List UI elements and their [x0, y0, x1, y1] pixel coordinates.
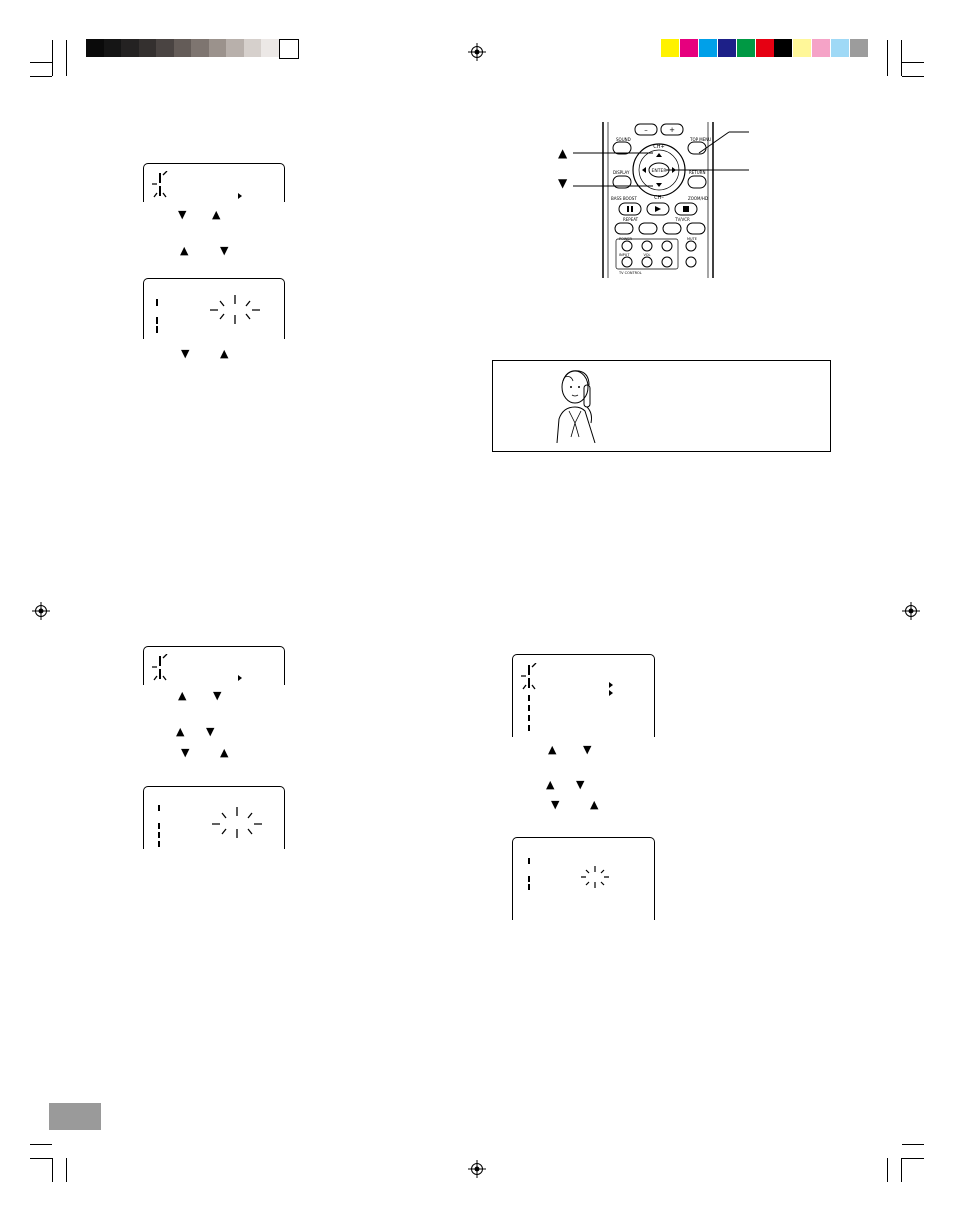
- arrow-down-icon: ▼: [181, 746, 190, 759]
- woman-on-phone-illustration: [556, 370, 596, 443]
- color-swatch: [774, 39, 793, 57]
- arrow-up-icon: ▲: [558, 146, 568, 160]
- svg-text:POWER: POWER: [619, 237, 633, 241]
- color-swatch: [755, 39, 774, 57]
- registration-mark-icon: [468, 43, 486, 61]
- svg-text:VOL: VOL: [643, 253, 650, 257]
- osd-screen: [143, 646, 285, 685]
- registration-mark-icon: [468, 1160, 486, 1178]
- arrow-down-icon: ▼: [558, 176, 568, 190]
- svg-text:ENTER: ENTER: [652, 168, 667, 174]
- blinking-value-icon: [210, 295, 260, 324]
- color-swatch: [661, 39, 679, 57]
- grayscale-swatch: [156, 39, 174, 57]
- selection-caret-icon: [238, 675, 242, 681]
- osd-screen: [512, 654, 655, 737]
- arrow-down-icon: ▼: [583, 743, 592, 756]
- arrow-up-icon: ▲: [180, 244, 189, 257]
- page-number-tab: [49, 1103, 101, 1130]
- svg-text:BASS BOOST: BASS BOOST: [611, 196, 637, 201]
- blinking-cursor-icon: [521, 663, 537, 690]
- svg-text:+: +: [669, 126, 675, 134]
- arrow-down-icon: ▼: [551, 798, 560, 811]
- svg-text:RETURN: RETURN: [689, 170, 705, 175]
- color-swatch: [698, 39, 717, 57]
- selection-caret-icon: [238, 193, 242, 199]
- arrow-down-icon: ▼: [220, 244, 229, 257]
- arrow-down-icon: ▼: [213, 689, 222, 702]
- blinking-cursor-icon: [152, 654, 168, 681]
- svg-text:TV CONTROL: TV CONTROL: [618, 271, 642, 275]
- grayscale-swatch: [121, 39, 139, 57]
- svg-text:ZOOM/HD: ZOOM/HD: [688, 196, 708, 201]
- svg-text:REPEAT: REPEAT: [623, 217, 639, 222]
- arrow-up-icon: ▲: [220, 347, 229, 360]
- arrow-up-icon: ▲: [546, 778, 555, 791]
- grayscale-swatch: [191, 39, 209, 57]
- svg-text:TOP MENU: TOP MENU: [689, 137, 711, 142]
- arrow-up-icon: ▲: [212, 208, 221, 221]
- blinking-value-icon: [581, 866, 609, 888]
- grayscale-swatch: [138, 39, 157, 57]
- arrow-down-icon: ▼: [576, 778, 585, 791]
- arrow-down-icon: ▼: [178, 208, 187, 221]
- blinking-value-icon: [212, 807, 262, 838]
- grayscale-swatch: [278, 39, 299, 59]
- grayscale-swatch: [86, 39, 104, 57]
- arrow-up-icon: ▲: [178, 689, 187, 702]
- color-swatch: [831, 39, 850, 57]
- color-swatch: [812, 39, 831, 57]
- grayscale-swatch: [208, 39, 227, 57]
- grayscale-swatch: [173, 39, 192, 57]
- color-swatch: [850, 39, 868, 57]
- arrow-up-icon: ▲: [590, 798, 599, 811]
- blinking-cursor-icon: [152, 171, 168, 198]
- svg-text:MUTE: MUTE: [687, 237, 697, 241]
- osd-screen: [143, 278, 285, 339]
- svg-text:DISPLAY: DISPLAY: [613, 170, 630, 175]
- registration-mark-icon: [902, 602, 920, 620]
- arrow-up-icon: ▲: [176, 725, 185, 738]
- osd-screen: [143, 163, 285, 202]
- grayscale-swatch: [261, 39, 279, 57]
- selection-caret-icon: [609, 682, 613, 688]
- grayscale-swatch: [226, 39, 244, 57]
- svg-text:TV/VCR: TV/VCR: [674, 217, 690, 222]
- color-swatch: [679, 39, 698, 57]
- color-swatch: [793, 39, 812, 57]
- osd-screen: [143, 786, 285, 849]
- arrow-up-icon: ▲: [220, 746, 229, 759]
- svg-text:CH+: CH+: [653, 144, 664, 150]
- arrow-down-icon: ▼: [181, 347, 190, 360]
- arrow-down-icon: ▼: [206, 725, 215, 738]
- osd-screen: [512, 837, 655, 920]
- svg-text:SOUND: SOUND: [616, 137, 631, 142]
- selection-caret-icon: [609, 690, 613, 696]
- grayscale-swatch: [103, 39, 122, 57]
- remote-control-illustration: – + SOUND TOP MENU DISPLAY RETURN ENTER …: [573, 122, 749, 278]
- svg-text:CH–: CH–: [654, 195, 664, 201]
- note-box: [492, 360, 831, 452]
- color-swatch: [736, 39, 755, 57]
- arrow-up-icon: ▲: [548, 743, 557, 756]
- svg-text:INPUT: INPUT: [619, 253, 630, 257]
- grayscale-swatch: [243, 39, 262, 57]
- color-swatch: [717, 39, 736, 57]
- registration-mark-icon: [32, 602, 50, 620]
- svg-text:–: –: [644, 126, 648, 134]
